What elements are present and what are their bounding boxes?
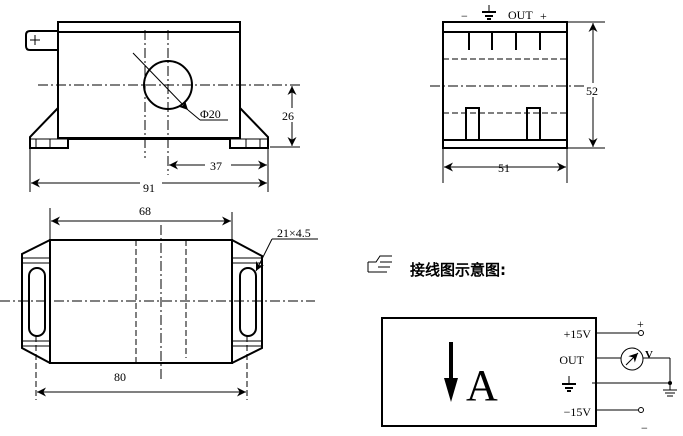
pointing-hand-icon — [367, 255, 392, 273]
meter-label: V — [645, 349, 653, 361]
ground-icon — [562, 376, 576, 392]
top-view: 68 80 21×4.5 — [0, 204, 318, 400]
dim-mount: 80 — [114, 370, 126, 384]
wiring-diagram: 接线图示意图: A +15V OUT −15V + V — [367, 255, 677, 435]
pin-minus-label: − — [461, 9, 468, 23]
terminal-minus: − — [641, 421, 648, 435]
dim-side-width: 51 — [498, 161, 510, 175]
dim-side-height: 52 — [586, 84, 598, 98]
earth-ground-icon — [663, 383, 677, 397]
sensor-label: A — [466, 361, 498, 410]
dim-width: 91 — [143, 181, 155, 195]
ground-icon — [482, 5, 496, 20]
front-view: Φ20 26 37 91 — [25, 21, 300, 195]
pin-out-label-wiring: OUT — [559, 353, 584, 367]
dim-height: 26 — [282, 109, 294, 123]
pin-out-label: OUT — [508, 8, 533, 22]
dim-offset: 37 — [210, 159, 222, 173]
dim-diameter: Φ20 — [200, 107, 221, 121]
side-view: − OUT + 52 51 — [430, 5, 605, 183]
current-arrow-icon — [444, 342, 458, 402]
wiring-title: 接线图示意图: — [410, 261, 506, 279]
voltmeter-icon — [620, 347, 644, 371]
pin-plus-label: + — [540, 9, 547, 23]
terminal-plus: + — [637, 317, 644, 331]
dim-inner: 68 — [139, 204, 151, 218]
pin-pos-label: +15V — [564, 327, 592, 341]
sensor-box — [381, 317, 597, 427]
pin-neg-label: −15V — [564, 405, 592, 419]
dim-slot: 21×4.5 — [277, 226, 311, 240]
